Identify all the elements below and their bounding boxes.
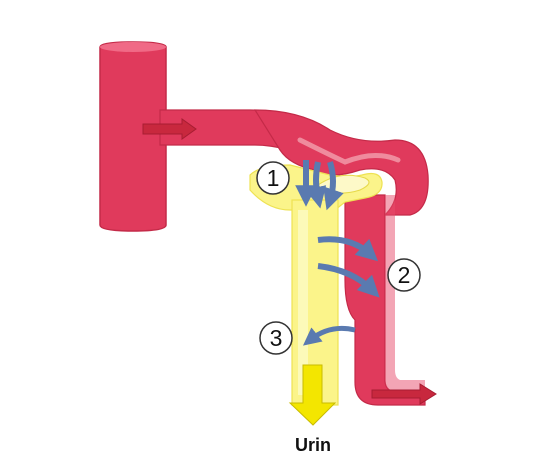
step-3-marker: 3 — [259, 321, 293, 355]
secretion-arrow — [302, 325, 356, 346]
urine-outflow-arrow — [288, 364, 337, 426]
filtration-arrow-b — [305, 161, 327, 209]
urine-label: Urin — [295, 435, 331, 455]
blood-outflow-arrow — [371, 383, 437, 405]
filtration-arrow-c — [323, 161, 344, 211]
peritubular-vessel-inner — [385, 195, 425, 392]
tubule-highlight — [298, 210, 308, 395]
afferent-vessel-top-end — [100, 42, 166, 52]
glomerular-capillary-highlight — [297, 137, 401, 165]
reabsorption-arrow-lower — [317, 263, 380, 298]
step-1-label: 1 — [267, 165, 280, 191]
blood-inflow-arrow — [142, 118, 197, 140]
step-1-marker: 1 — [256, 161, 290, 195]
step-3-label: 3 — [270, 325, 283, 351]
afferent-vessel-trunk — [99, 41, 167, 232]
step-2-marker: 2 — [387, 258, 421, 292]
reabsorption-arrow-upper — [317, 236, 379, 262]
step-2-label: 2 — [398, 262, 411, 288]
